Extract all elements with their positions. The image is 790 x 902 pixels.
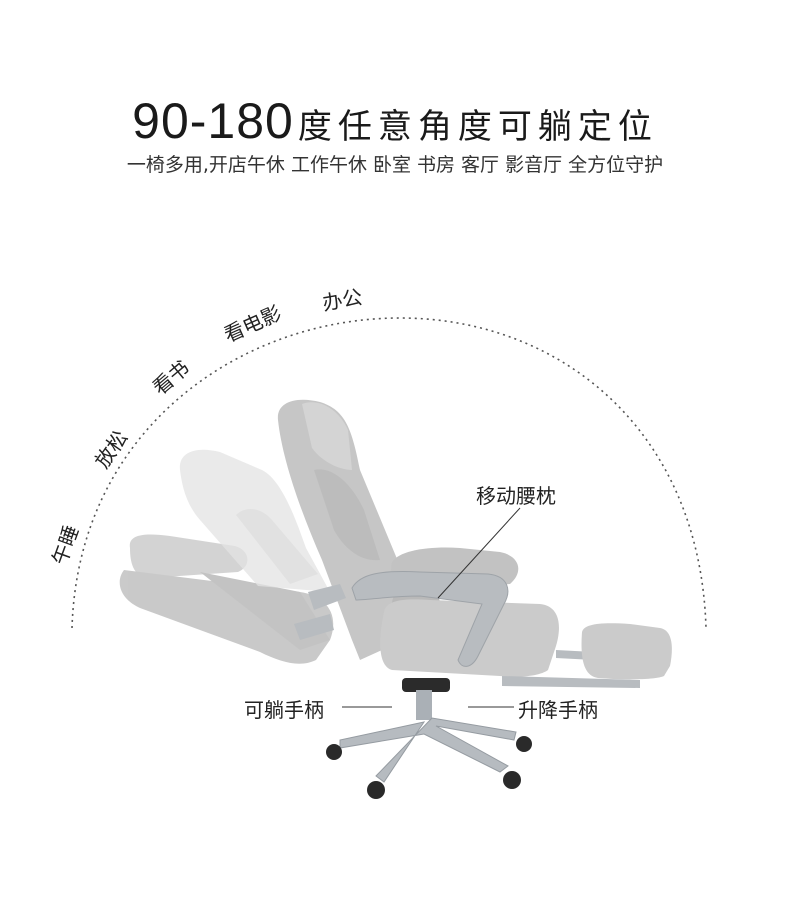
chair-base xyxy=(326,678,532,799)
title-text: 度任意角度可躺定位 xyxy=(297,107,658,147)
page-subtitle: 一椅多用,开店午休 工作午休 卧室 书房 客厅 影音厅 全方位守护 xyxy=(126,154,664,176)
angle-range: 90-180 xyxy=(132,93,294,149)
chair-upright-position xyxy=(277,399,672,688)
angle-arc xyxy=(71,317,707,629)
callout-recline-handle: 可躺手柄 xyxy=(244,698,324,722)
lumbar-callout-line xyxy=(437,507,521,599)
chair-mid-position xyxy=(179,449,330,592)
callout-lift-handle: 升降手柄 xyxy=(518,698,598,722)
callout-lumbar: 移动腰枕 xyxy=(476,484,556,508)
